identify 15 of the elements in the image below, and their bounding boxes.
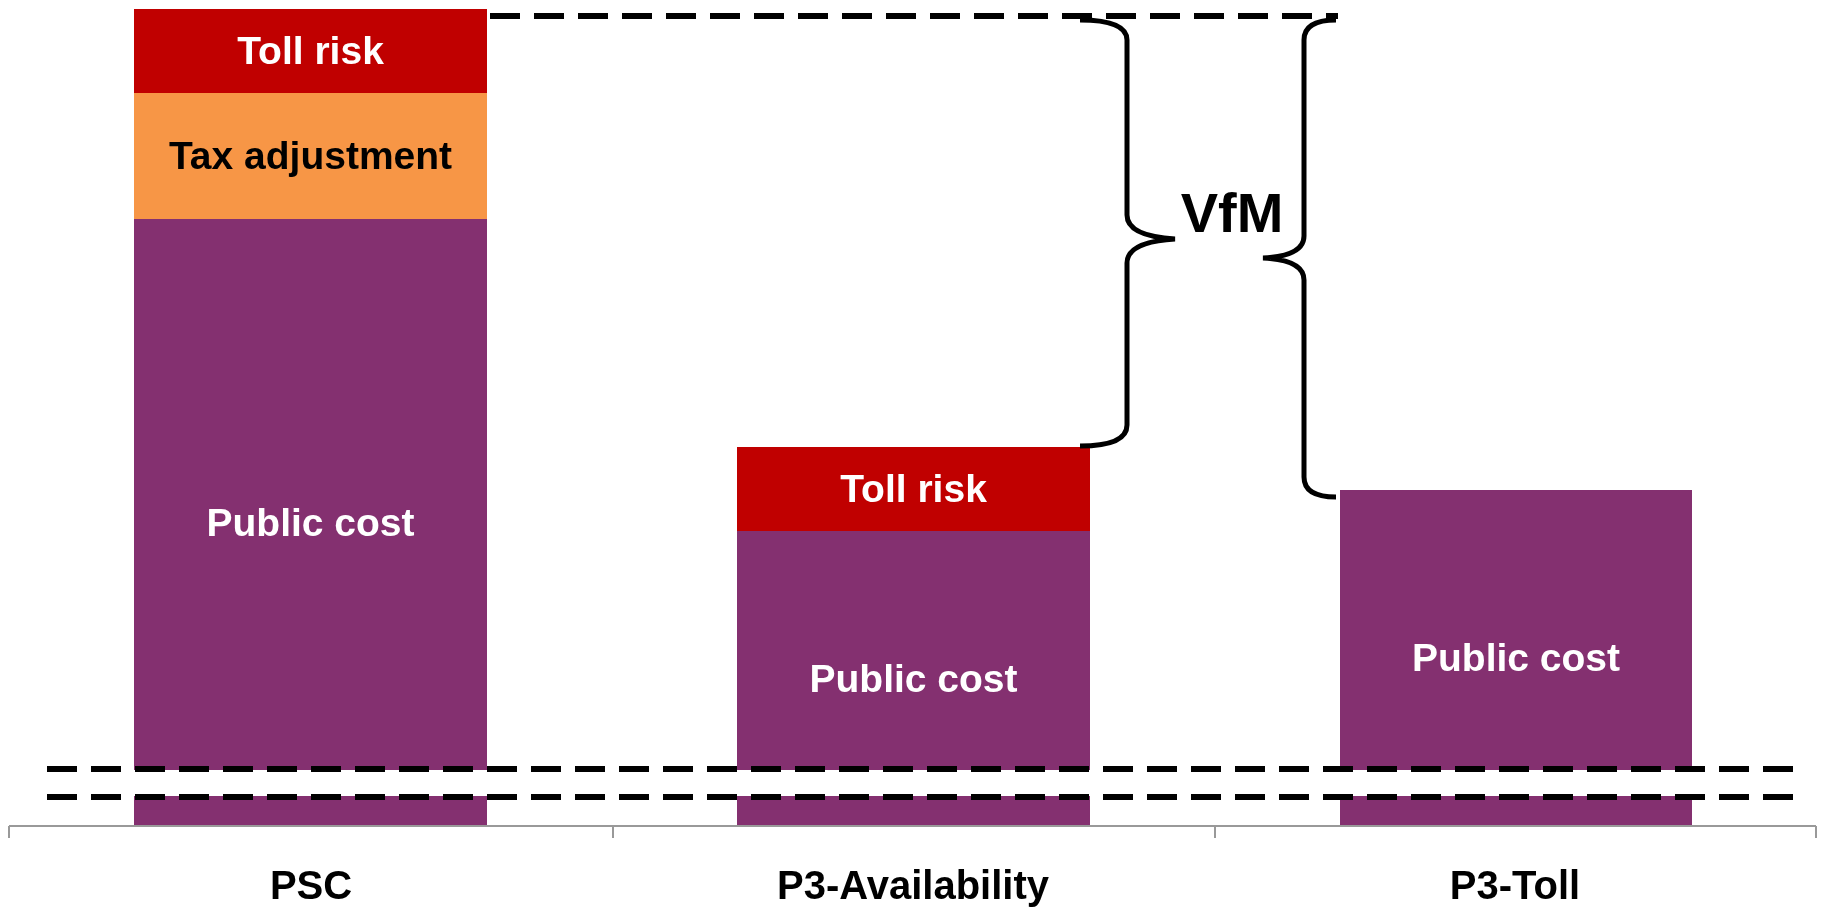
bar-segment bbox=[134, 93, 487, 219]
segment-label: Tax adjustment bbox=[168, 134, 453, 178]
segment-label: Toll risk bbox=[840, 467, 987, 511]
bar-segment bbox=[134, 219, 487, 826]
segment-label: Toll risk bbox=[237, 29, 384, 73]
bar-segment bbox=[1340, 490, 1692, 826]
segment-label: Public cost bbox=[1411, 636, 1620, 680]
category-label: PSC bbox=[269, 862, 353, 907]
bracket-label: VfM bbox=[1180, 179, 1284, 245]
segment-label: Public cost bbox=[206, 501, 415, 545]
bar-segment bbox=[134, 9, 487, 93]
bar-segment bbox=[737, 447, 1090, 531]
category-label: P3-Availability bbox=[777, 862, 1049, 907]
category-label: P3-Toll bbox=[1449, 862, 1581, 907]
segment-label: Public cost bbox=[809, 657, 1018, 701]
